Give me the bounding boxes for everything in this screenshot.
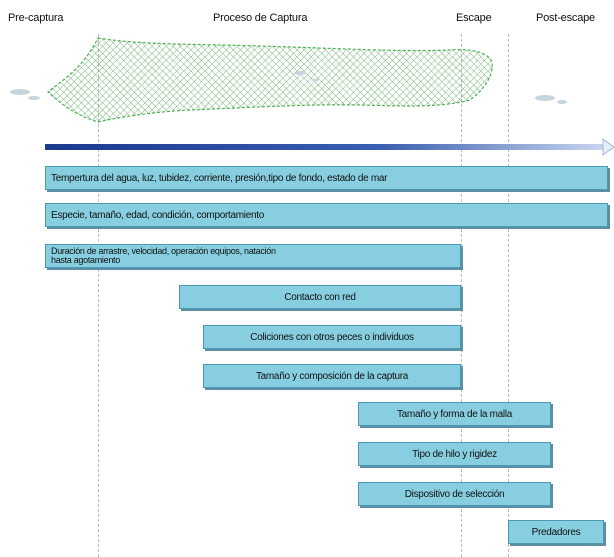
- factor-label: Tamaño y composición de la captura: [255, 370, 409, 382]
- factor-label: Especie, tamaño, edad, condición, compor…: [51, 209, 264, 221]
- factor-label: Duración de arrastre, velocidad, operaci…: [51, 246, 276, 265]
- factor-bar-net-contact: Contacto con red: [179, 285, 461, 309]
- factor-label: Tipo de hilo y rigidez: [412, 448, 497, 460]
- factor-bar-predators: Predadores: [508, 520, 604, 544]
- water-bubbles: [10, 71, 567, 104]
- factor-bar-twine: Tipo de hilo y rigidez: [358, 442, 551, 466]
- phase-label-escape: Escape: [456, 12, 492, 24]
- factor-bar-mesh: Tamaño y forma de la malla: [358, 402, 551, 426]
- factor-bar-environment: Tempertura del agua, luz, tubidez, corri…: [45, 166, 608, 190]
- phase-label-pre-captura: Pre-captura: [8, 12, 64, 24]
- phase-label-post-escape: Post-escape: [536, 12, 595, 24]
- phase-divider-escape: [461, 34, 462, 557]
- phase-label-proceso-captura: Proceso de Captura: [213, 12, 308, 24]
- factor-bar-species: Especie, tamaño, edad, condición, compor…: [45, 203, 608, 227]
- phase-divider-post: [508, 34, 509, 557]
- factor-label: Predadores: [531, 526, 581, 538]
- factor-bar-towing: Duración de arrastre, velocidad, operaci…: [45, 244, 461, 268]
- net-shape: [47, 37, 493, 123]
- timeline-arrow: [45, 138, 614, 156]
- factor-bar-collisions: Coliciones con otros peces o individuos: [203, 325, 461, 349]
- factor-bar-selection-device: Dispositivo de selección: [358, 482, 551, 506]
- factor-label: Contacto con red: [284, 291, 356, 303]
- phase-divider-pre: [98, 34, 99, 557]
- factor-bar-catch-size: Tamaño y composición de la captura: [203, 364, 461, 388]
- trawl-net-illustration: [10, 37, 614, 156]
- factor-label: Tamaño y forma de la malla: [396, 408, 513, 420]
- factor-label: Coliciones con otros peces o individuos: [250, 331, 414, 343]
- factor-label: Dispositivo de selección: [404, 488, 505, 500]
- factor-label: Tempertura del agua, luz, tubidez, corri…: [51, 172, 388, 184]
